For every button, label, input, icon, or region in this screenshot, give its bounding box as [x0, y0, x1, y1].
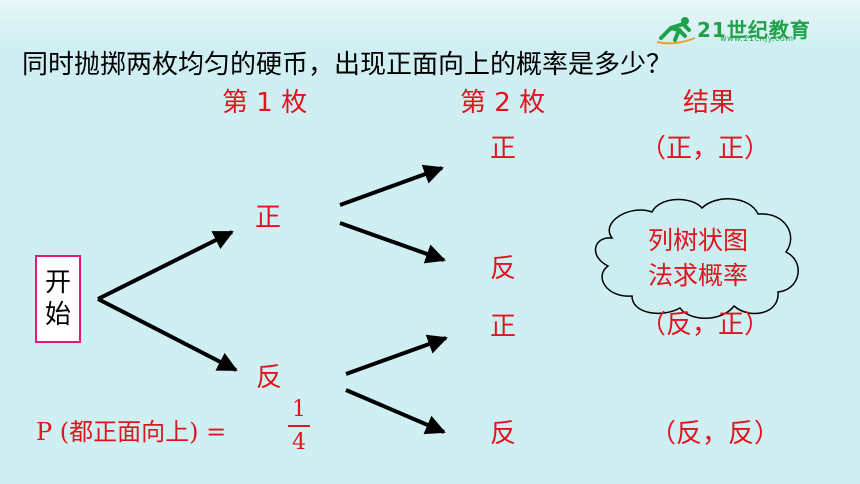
- logo-text: 21世纪教育: [697, 18, 811, 42]
- header-result: 结果: [683, 88, 736, 118]
- branch-heads-heads: [339, 164, 444, 207]
- branch-tails-heads: [345, 334, 448, 376]
- fraction-bar: [288, 425, 310, 427]
- second-coin-th: 正: [490, 312, 517, 342]
- cloud-label: 列树状图 法求概率: [626, 223, 770, 293]
- result-th: （反，正）: [640, 310, 771, 340]
- branch-tails-tails: [345, 388, 446, 435]
- branch-start-heads: [97, 230, 234, 301]
- first-coin-tails: 反: [256, 363, 283, 393]
- result-hh: （正，正）: [640, 134, 771, 164]
- second-coin-ht: 反: [490, 254, 517, 284]
- start-line2: 始: [44, 300, 71, 330]
- probability-formula: P (都正面向上) =: [36, 418, 227, 446]
- first-coin-heads: 正: [255, 203, 282, 233]
- second-coin-tt: 反: [490, 419, 517, 449]
- thought-cloud: [594, 198, 799, 319]
- fraction-numerator: 1: [292, 397, 306, 422]
- branch-heads-tails: [339, 221, 446, 264]
- site-logo: [655, 16, 815, 45]
- start-box: 开 始: [35, 255, 81, 343]
- probability-fraction: 1 4: [288, 397, 310, 455]
- header-band: [0, 0, 860, 46]
- runner-icon: [656, 17, 696, 45]
- fraction-denominator: 4: [292, 430, 306, 455]
- cloud-line2: 法求概率: [647, 261, 748, 290]
- logo-url: www.21cnjy.com: [720, 34, 794, 43]
- result-tt: （反，反）: [650, 419, 781, 449]
- branch-start-tails: [97, 297, 238, 372]
- cloud-line1: 列树状图: [647, 226, 748, 255]
- start-line1: 开: [44, 267, 71, 298]
- header-first-coin: 第 1 枚: [222, 88, 308, 118]
- question-text: 同时抛掷两枚均匀的硬币，出现正面向上的概率是多少？: [22, 50, 673, 80]
- second-coin-hh: 正: [490, 134, 517, 164]
- header-second-coin: 第 2 枚: [460, 88, 546, 118]
